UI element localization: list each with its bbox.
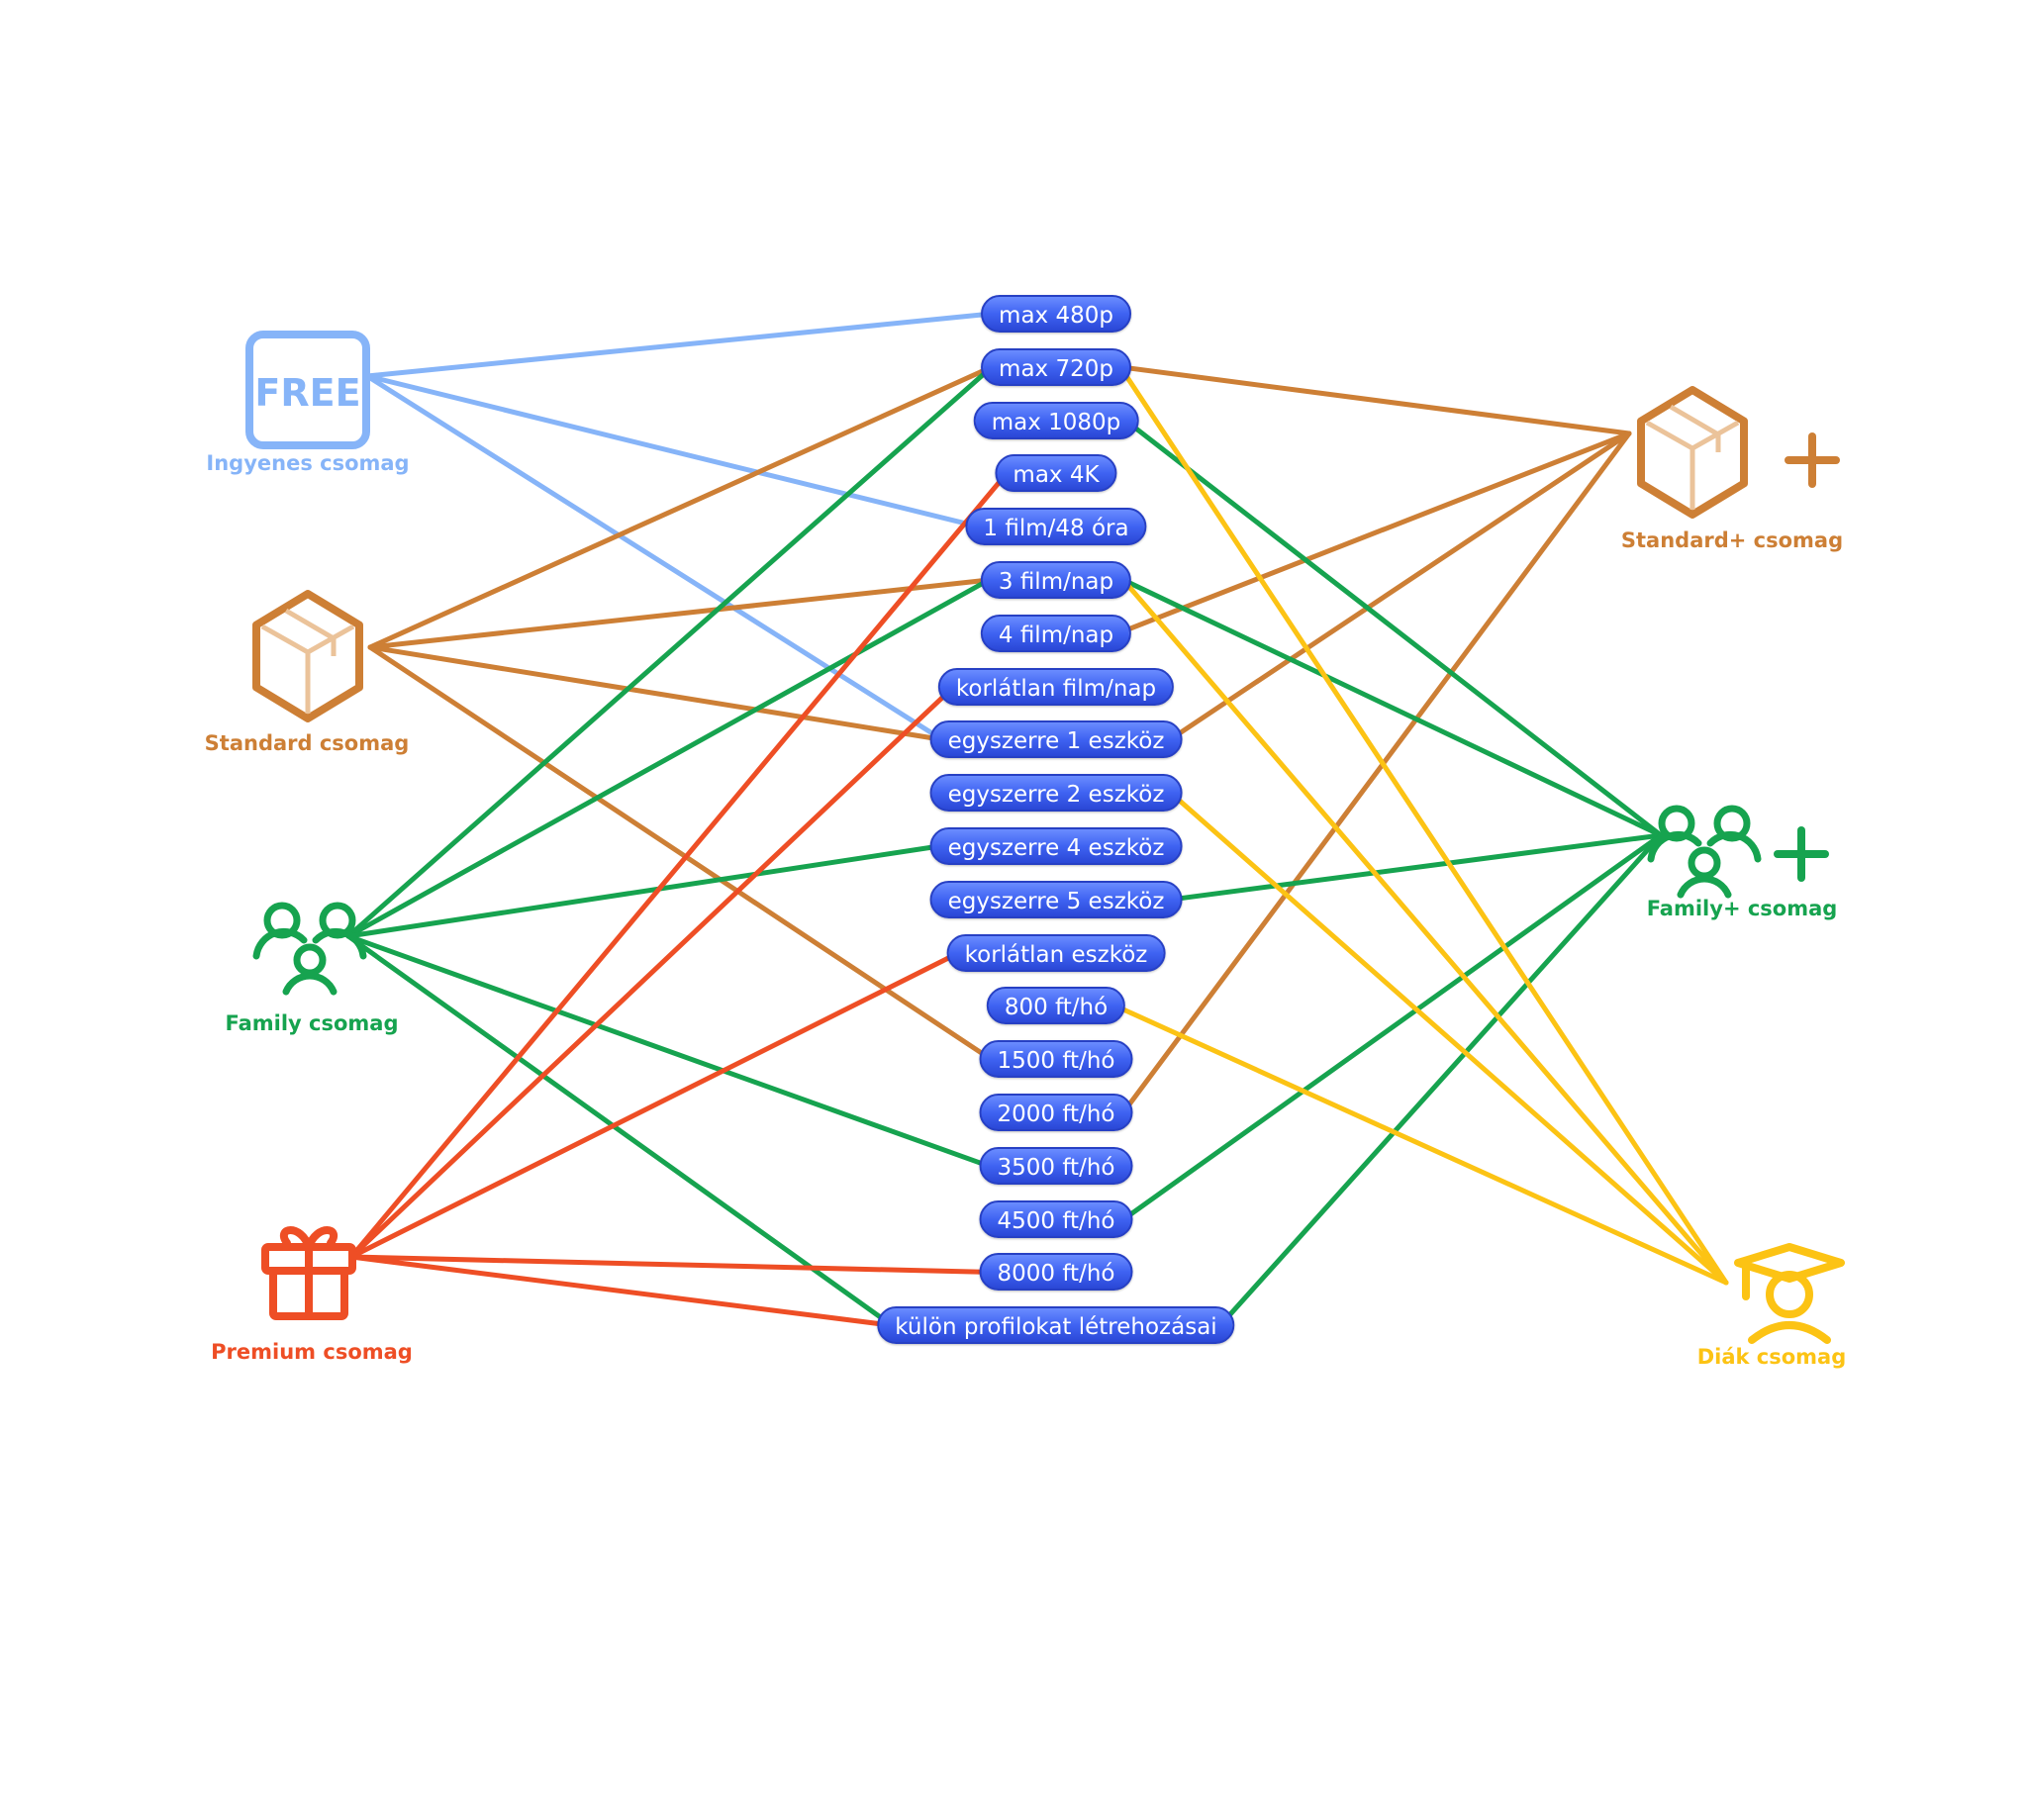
edge-family-fprofiles	[345, 933, 895, 1328]
feature-pill-p800: 800 ft/hó	[986, 987, 1126, 1025]
edge-free-f480	[364, 311, 995, 379]
feature-pill-f3film: 3 film/nap	[980, 561, 1132, 599]
plan-label-family: Family csomag	[225, 1011, 399, 1035]
edge-familyplus-f1080	[1122, 418, 1664, 838]
people-plus-icon	[1647, 805, 1762, 899]
edge-standardplus-f720	[1117, 364, 1632, 436]
edge-standard-f720	[367, 364, 995, 650]
feature-pill-p1500: 1500 ft/hó	[979, 1040, 1133, 1079]
feature-pill-fdev5: egyszerre 5 eszköz	[929, 880, 1183, 918]
edge-free-fdev1	[364, 373, 945, 742]
feature-pill-fdev4: egyszerre 4 eszköz	[929, 827, 1183, 865]
free-badge-icon: FREE	[245, 331, 370, 449]
edge-standardplus-f4film	[1115, 431, 1632, 636]
edge-student-f3film	[1120, 577, 1729, 1286]
people-icon	[252, 902, 367, 996]
feature-pill-p2000: 2000 ft/hó	[979, 1094, 1133, 1131]
edge-family-p3500	[345, 933, 991, 1169]
feature-pill-fprofiles: külön profilokat létrehozásai	[877, 1306, 1235, 1345]
edge-student-fdev2	[1168, 790, 1729, 1286]
feature-pill-f720: max 720p	[981, 347, 1131, 386]
free-badge-text: FREE	[254, 371, 360, 415]
plan-label-student: Diák csomag	[1696, 1345, 1847, 1369]
plan-label-familyplus: Family+ csomag	[1646, 897, 1838, 920]
edge-student-f720	[1117, 364, 1729, 1286]
plus-icon	[1774, 826, 1829, 882]
feature-pill-f4k: max 4K	[995, 454, 1117, 493]
edge-family-f3film	[345, 577, 992, 939]
plus-icon	[1785, 432, 1840, 488]
feature-pill-f1080: max 1080p	[973, 401, 1139, 439]
feature-pill-p3500: 3500 ft/hó	[979, 1146, 1133, 1185]
edge-standard-fdev1	[367, 644, 945, 742]
edge-standardplus-p2000	[1120, 431, 1632, 1115]
feature-pill-fdev2: egyszerre 2 eszköz	[929, 774, 1183, 813]
edge-premium-f4k	[348, 470, 1010, 1260]
edge-premium-p8000	[348, 1254, 991, 1275]
edge-familyplus-f3film	[1120, 577, 1664, 838]
graduate-icon	[1734, 1243, 1845, 1344]
feature-pill-f1film48: 1 film/48 óra	[965, 508, 1147, 546]
edge-familyplus-fprofiles	[1217, 832, 1664, 1328]
plan-label-premium: Premium csomag	[211, 1340, 413, 1364]
feature-pill-p4500: 4500 ft/hó	[979, 1199, 1133, 1238]
edge-premium-fprofiles	[348, 1254, 895, 1328]
edges-layer	[345, 311, 1729, 1328]
edge-standard-f3film	[367, 577, 992, 650]
feature-pill-fdev1: egyszerre 1 eszköz	[929, 720, 1183, 759]
feature-pill-fdevunl: korlátlan eszköz	[946, 933, 1166, 972]
feature-pill-f480: max 480p	[981, 295, 1131, 333]
edge-family-f720	[345, 364, 995, 939]
feature-pill-funlfilm: korlátlan film/nap	[937, 667, 1175, 706]
feature-pill-p8000: 8000 ft/hó	[979, 1253, 1133, 1292]
edge-family-fdev4	[345, 843, 942, 939]
icons-layer: FREE	[245, 331, 1845, 1344]
plan-label-free: Ingyenes csomag	[206, 451, 410, 475]
edge-premium-fdevunl	[348, 950, 962, 1260]
edge-premium-funlfilm	[348, 684, 957, 1260]
edge-familyplus-p4500	[1121, 832, 1664, 1222]
gift-icon	[261, 1226, 356, 1320]
feature-pill-f4film: 4 film/nap	[980, 614, 1132, 652]
edge-free-f1film48	[364, 373, 982, 529]
box-plus-icon	[1637, 386, 1748, 519]
plan-label-standard: Standard csomag	[204, 731, 410, 755]
edge-familyplus-fdev5	[1169, 832, 1664, 903]
edge-standardplus-fdev1	[1167, 431, 1632, 742]
plan-label-standardplus: Standard+ csomag	[1620, 528, 1844, 552]
edge-student-p800	[1112, 1003, 1729, 1286]
box-icon	[252, 590, 363, 722]
